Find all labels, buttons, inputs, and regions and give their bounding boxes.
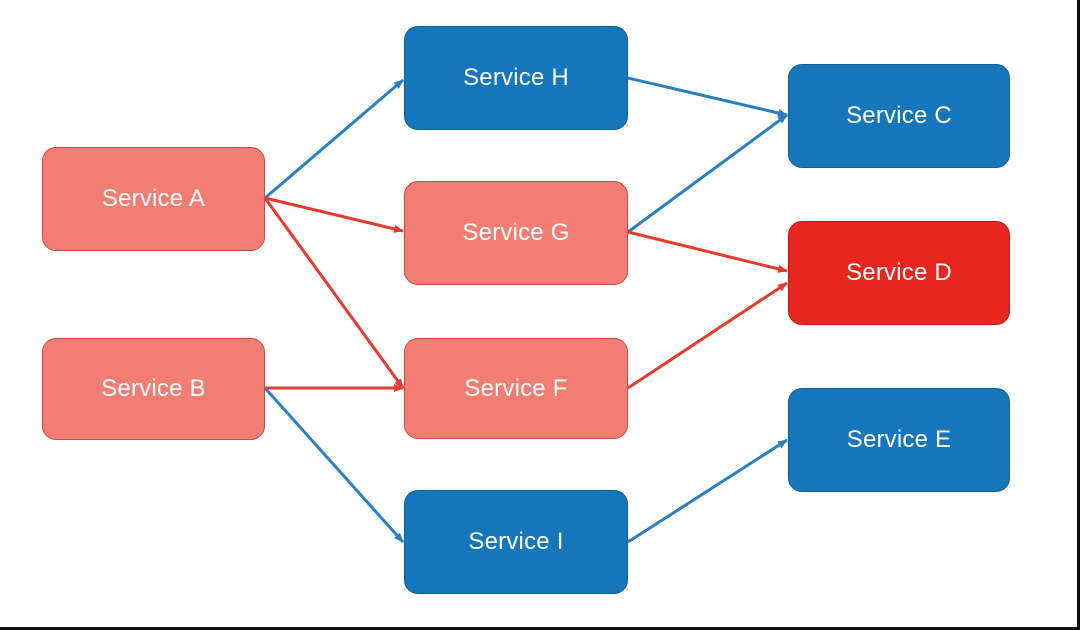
service-h-label: Service H	[463, 64, 569, 91]
service-g-label: Service G	[462, 219, 570, 246]
service-i-node[interactable]: Service I	[404, 490, 628, 594]
service-h-node[interactable]: Service H	[404, 26, 628, 130]
service-f-node[interactable]: Service F	[404, 338, 628, 439]
edge-g-to-d	[627, 230, 788, 273]
edge-i-to-e	[627, 438, 788, 544]
edge-f-to-d	[627, 281, 788, 390]
service-c-label: Service C	[846, 102, 952, 129]
service-f-label: Service F	[464, 374, 568, 402]
edge-b-to-i	[263, 386, 405, 544]
edge-a-to-g	[264, 196, 404, 233]
service-b-node[interactable]: Service B	[42, 338, 265, 440]
edge-a-to-h	[264, 78, 404, 200]
service-c-node[interactable]: Service C	[788, 64, 1010, 168]
service-g-node[interactable]: Service G	[404, 181, 628, 285]
service-e-label: Service E	[846, 426, 952, 453]
service-e-node[interactable]: Service E	[788, 388, 1010, 492]
service-d-label: Service D	[846, 259, 952, 286]
edge-a-to-f	[263, 197, 405, 389]
service-a-node[interactable]: Service A	[42, 147, 265, 251]
service-b-label: Service B	[101, 375, 206, 402]
edge-g-to-c	[627, 113, 788, 234]
edge-h-to-c	[627, 76, 788, 117]
service-d-node[interactable]: Service D	[788, 221, 1010, 325]
service-a-label: Service A	[101, 185, 206, 212]
service-i-label: Service I	[468, 528, 564, 555]
